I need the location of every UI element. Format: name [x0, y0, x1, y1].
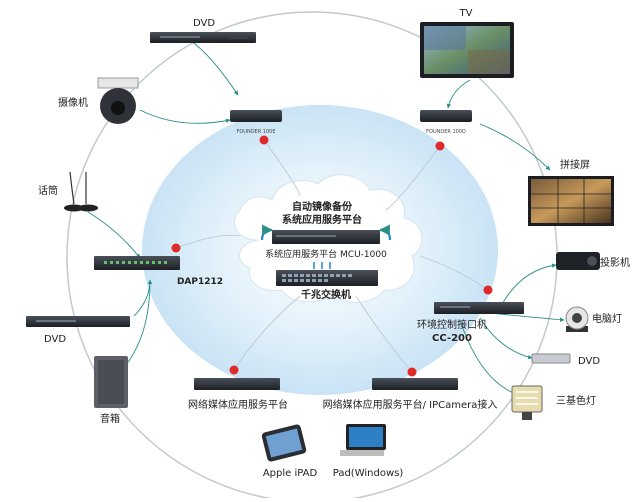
- projector-device: [556, 252, 600, 270]
- camera-device: [97, 77, 139, 124]
- env-control-device: [434, 302, 524, 314]
- camera-label: 摄像机: [58, 98, 88, 109]
- founder-left-label: FOUNDER 100E: [236, 129, 276, 135]
- media-server-right-device: [372, 378, 458, 390]
- video-wall-label: 拼接屏: [560, 160, 590, 171]
- sync-arrow-left: [260, 224, 274, 241]
- env-control-label-line2: CC-200: [432, 333, 472, 344]
- microphone-label: 话筒: [38, 186, 58, 197]
- windows-pad-device: [340, 424, 386, 456]
- switch-label: 千兆交换机: [301, 290, 351, 301]
- projector-label: 投影机: [600, 258, 630, 269]
- mcu-label: 系统应用服务平台 MCU-1000: [265, 250, 387, 260]
- dap-label: DAP1212: [176, 277, 224, 287]
- dvd-top-device: [150, 32, 256, 43]
- env-control-label-line1: 环境控制接口机: [417, 320, 487, 331]
- ipad-device: [261, 424, 307, 462]
- founder-left-device: [230, 110, 282, 122]
- ptz-light-label: 电脑灯: [592, 314, 622, 325]
- center-title-line2: 系统应用服务平台: [282, 215, 362, 226]
- founder-right-device: [420, 110, 472, 122]
- founder-right-label: FOUNDER 100D: [426, 129, 466, 135]
- dvd-right-label: DVD: [578, 356, 601, 367]
- tv-label: TV: [459, 8, 473, 19]
- status-dots: [171, 135, 493, 377]
- video-wall-device: [528, 176, 614, 226]
- tricolor-light-device: [511, 385, 543, 420]
- dvd-top-label: DVD: [192, 18, 216, 29]
- media-left-label: 网络媒体应用服务平台: [188, 400, 288, 411]
- dvd-left-label: DVD: [44, 334, 67, 345]
- speaker-label: 音箱: [100, 414, 120, 425]
- sync-arrow-right: [378, 224, 392, 241]
- microphone-device: [64, 171, 98, 212]
- switch-device: [276, 270, 378, 286]
- speaker-device: [94, 356, 128, 408]
- dvd-left-device: [26, 316, 130, 327]
- ipad-label: Apple iPAD: [262, 468, 318, 479]
- tricolor-light-label: 三基色灯: [556, 396, 596, 407]
- dvd-right-device: [531, 353, 571, 364]
- ptz-light-device: [565, 306, 589, 332]
- center-title-line1: 自动镜像备份: [292, 202, 352, 213]
- media-right-label: 网络媒体应用服务平台/ IPCamera接入: [322, 400, 498, 411]
- internal-links: [175, 139, 489, 373]
- dap-device: [94, 256, 180, 270]
- pad-windows-label: Pad(Windows): [332, 468, 404, 479]
- tv-device: [420, 22, 514, 78]
- media-server-left-device: [194, 378, 280, 390]
